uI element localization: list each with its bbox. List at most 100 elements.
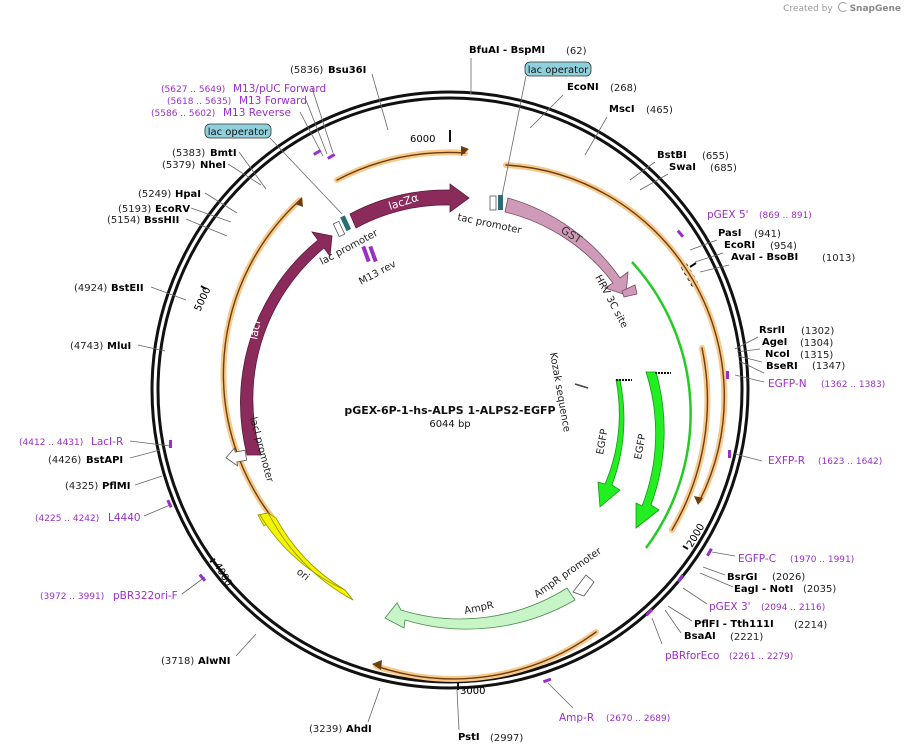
site-pasi: PasI [718, 228, 741, 239]
laci-promoter-arrow [225, 447, 248, 467]
ampr-promoter-arrow [572, 574, 595, 597]
site-bstbi: BstBI [657, 150, 687, 161]
egfp-label-1: EGFP [595, 428, 610, 455]
leader-line [734, 336, 759, 350]
site-agei-pos: (1304) [800, 338, 833, 349]
m13-rev-mark [368, 245, 378, 263]
laci-label: lacI [247, 319, 263, 340]
primer-egfp-c-range: (1970 .. 1991) [790, 555, 854, 565]
primer-l4440: L4440 [108, 512, 141, 524]
primer-amp-r-range: (2670 .. 2689) [606, 714, 670, 724]
leader-line [667, 605, 693, 622]
site-pflfi-pos: (2214) [794, 620, 827, 631]
lacza-feature: lacZα [349, 183, 470, 229]
site-msci: MscI [609, 104, 635, 115]
leader-line [204, 192, 238, 214]
primer-mark [706, 548, 713, 557]
credit-brand: SnapGene [849, 4, 901, 14]
leader-line [469, 91, 472, 95]
site-bsrgi-pos: (2026) [772, 572, 805, 583]
site-bfuai-pos: (62) [566, 46, 587, 57]
leader-line [456, 689, 460, 731]
egfp-arrow [597, 379, 625, 508]
orf-arrowhead [694, 496, 703, 505]
leader-line [371, 73, 389, 131]
primer-m13-forward: M13 Forward [239, 95, 307, 107]
site-alwni: AlwNI [198, 656, 231, 667]
primer-pgex5: pGEX 5' [707, 209, 749, 221]
orf-arc-core [505, 164, 725, 501]
leader-line [547, 682, 574, 709]
site-hpai-pos: (5249) [138, 189, 171, 200]
site-rsrii-pos: (1302) [801, 326, 834, 337]
leader-line [734, 453, 763, 462]
site-avai: AvaI - BsoBI [731, 252, 798, 263]
site-econi: EcoNI [567, 82, 599, 93]
primer-mark [728, 450, 731, 458]
leader-line [137, 344, 166, 352]
leader-line [629, 161, 656, 181]
site-bsrgi: BsrGI [727, 572, 757, 583]
tick-label: 3000 [460, 686, 485, 697]
hrv-site-box [621, 284, 638, 298]
primer-egfp-n-range: (1362 .. 1383) [821, 380, 885, 390]
leader-line [129, 440, 171, 447]
lac-operator-box-top: lac operator [501, 61, 592, 197]
site-pflfi: PflFI - Tth111I [694, 619, 774, 630]
leader-line [694, 252, 724, 263]
site-ecori: EcoRI [724, 240, 755, 251]
leader-line [143, 504, 171, 517]
site-bstapi-pos: (4426) [48, 455, 81, 466]
site-bsaai-pos: (2221) [730, 632, 763, 643]
site-bmti-pos: (5383) [172, 148, 205, 159]
m13-rev-mark [361, 245, 371, 263]
site-mlui-pos: (4743) [70, 341, 103, 352]
site-psti: PstI [458, 732, 480, 743]
egfp-label-2: EGFP [633, 433, 648, 460]
primer-mark [645, 608, 654, 617]
plasmid-length: 6044 bp [429, 419, 470, 430]
lac-operator-box-left: lac operator [204, 123, 343, 215]
site-ncoi: NcoI [765, 349, 790, 360]
site-msci-pos: (465) [646, 105, 673, 116]
site-eagi: EagI - NotI [734, 584, 793, 595]
laci-feature: lacI [240, 231, 333, 456]
lacza-arrow [349, 183, 470, 229]
leader-line [689, 239, 718, 251]
tick-mark [682, 545, 689, 550]
primer-marks [166, 149, 731, 684]
site-bstapi: BstAPI [86, 455, 123, 466]
site-bsteii: BstEII [111, 283, 144, 294]
leader-line [185, 218, 228, 237]
site-bsaai: BsaAI [684, 631, 716, 642]
site-bseri-pos: (1347) [812, 361, 845, 372]
primer-pbrforeco: pBRforEco [665, 650, 719, 662]
tick-label: 5000 [193, 286, 214, 314]
snapgene-logo-icon [837, 2, 848, 12]
tick-6000: 6000 [410, 130, 451, 145]
tac-promoter-mark [489, 195, 497, 211]
leader-line [129, 449, 161, 459]
leader-line [305, 99, 328, 155]
ampr-arrow [384, 587, 576, 630]
site-agei: AgeI [762, 337, 787, 348]
egfp-arrow [635, 371, 665, 529]
tick-mark [689, 262, 697, 268]
site-pflmi-pos: (4325) [65, 481, 98, 492]
orf-arc-core [222, 199, 301, 521]
primer-pbr322ori-range: (3972 .. 3991) [40, 592, 104, 602]
site-eagi-pos: (2035) [803, 584, 836, 595]
primer-pgex3: pGEX 3' [709, 601, 751, 613]
site-ecorv-pos: (5193) [118, 204, 151, 215]
leader-line [238, 151, 267, 190]
primer-mark [676, 229, 685, 238]
leader-line [702, 566, 726, 576]
gst-arrow [504, 197, 629, 296]
site-avai-pos: (1013) [822, 253, 855, 264]
primer-m13puc-range: (5627 .. 5649) [161, 85, 225, 95]
primer-egfp-n: EGFP-N [768, 378, 807, 390]
site-nhei: NheI [200, 160, 226, 171]
orf-arc-core [375, 631, 597, 680]
orf-arc-core [336, 151, 466, 181]
